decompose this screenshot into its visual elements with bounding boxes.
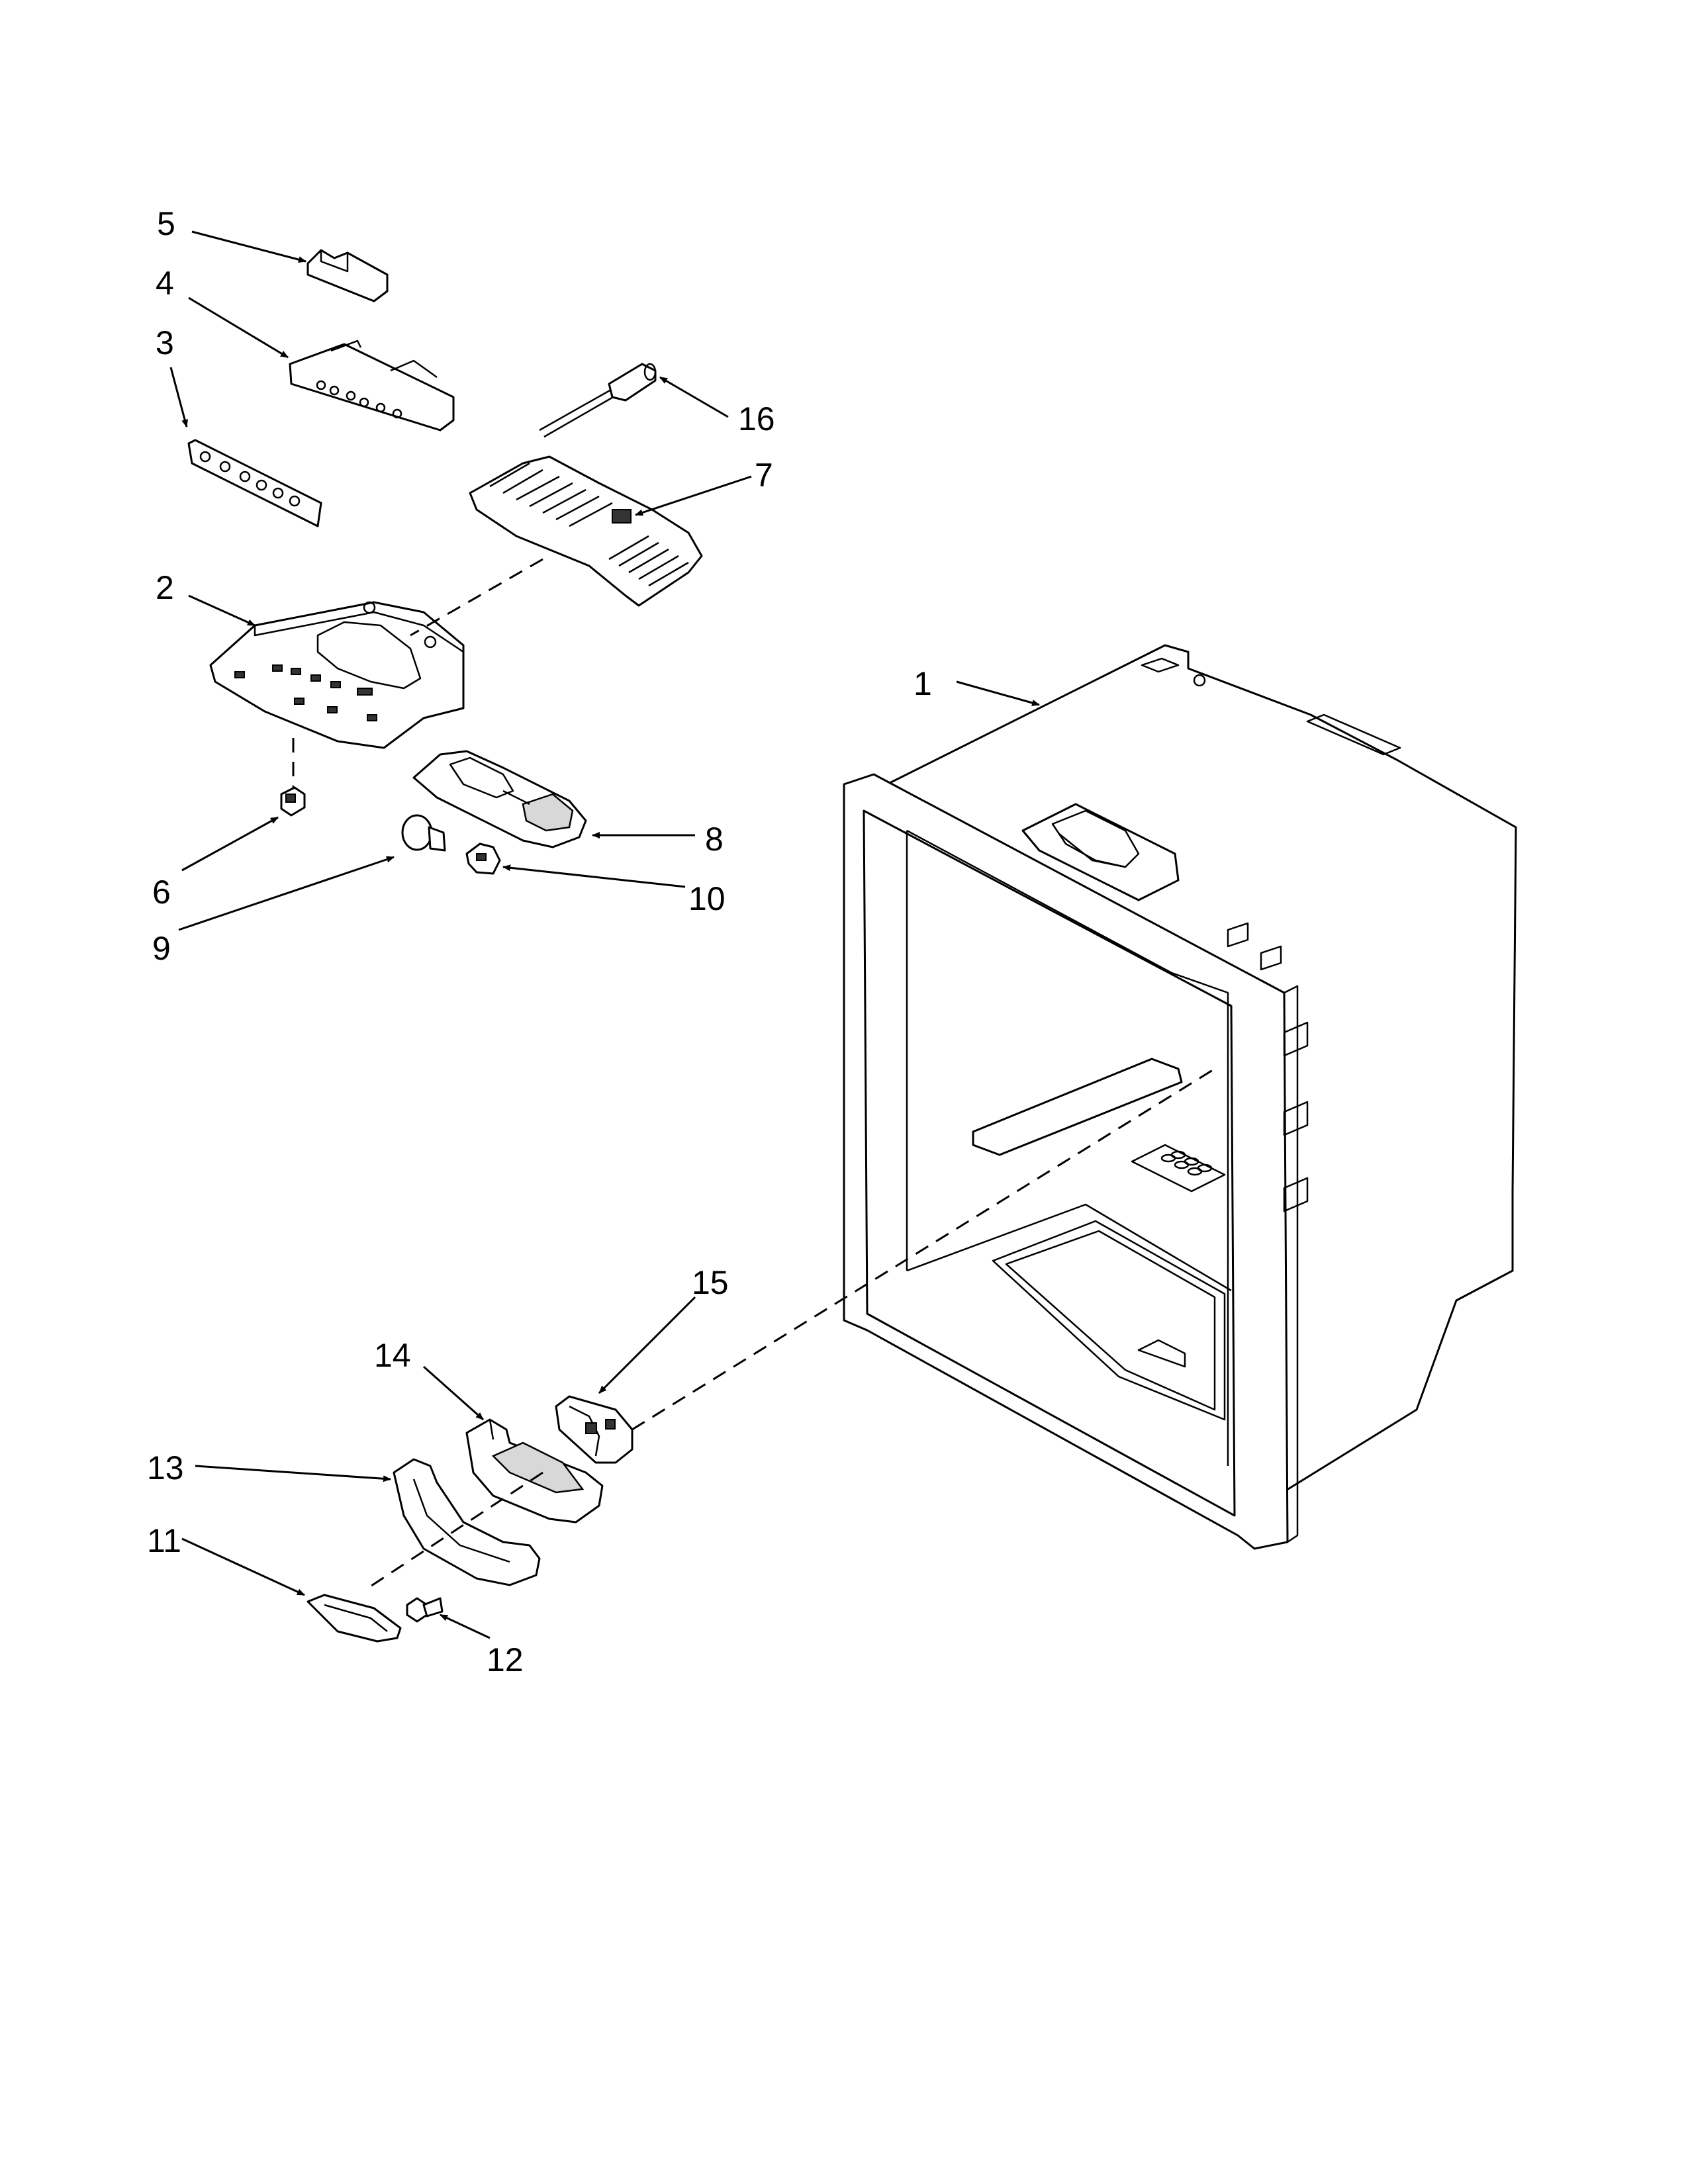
part-11-handle-insert <box>306 1594 402 1643</box>
part-10-light-socket <box>465 842 501 875</box>
part-9-light-bulb <box>401 814 446 852</box>
part-16-sensor <box>539 363 657 438</box>
part-4-control-bracket <box>289 340 455 432</box>
callout-8: 8 <box>705 821 724 858</box>
callout-13: 13 <box>147 1449 184 1486</box>
callout-16: 16 <box>738 400 775 437</box>
callout-6: 6 <box>152 874 171 911</box>
part-15-switch-module <box>555 1395 633 1464</box>
part-5-clip <box>306 249 389 302</box>
callout-4: 4 <box>156 265 174 302</box>
callout-1: 1 <box>914 665 932 702</box>
part-2-control-housing <box>209 601 465 749</box>
callout-14: 14 <box>374 1337 411 1374</box>
callout-5: 5 <box>157 205 175 242</box>
part-12-screw <box>406 1597 444 1623</box>
callout-2: 2 <box>156 569 174 606</box>
callout-labels: 1 2 3 4 5 6 7 8 9 10 11 12 13 14 15 16 <box>147 205 932 1678</box>
callout-10: 10 <box>688 880 726 917</box>
assembly-lines <box>292 558 1215 1590</box>
callout-12: 12 <box>487 1641 524 1678</box>
part-1-liner <box>843 644 1517 1550</box>
part-6-switch <box>280 786 306 817</box>
callout-3: 3 <box>156 324 174 361</box>
part-13-handle <box>393 1458 541 1586</box>
part-8-light-housing <box>412 750 587 848</box>
part-3-switch-plate <box>187 439 322 527</box>
part-7-diffuser-cover <box>469 455 703 607</box>
leader-lines <box>169 230 1040 1639</box>
part-14-crisper-cover <box>465 1418 604 1524</box>
callout-15: 15 <box>692 1264 729 1301</box>
callout-9: 9 <box>152 930 171 967</box>
callout-7: 7 <box>755 457 773 494</box>
callout-11: 11 <box>147 1522 181 1559</box>
